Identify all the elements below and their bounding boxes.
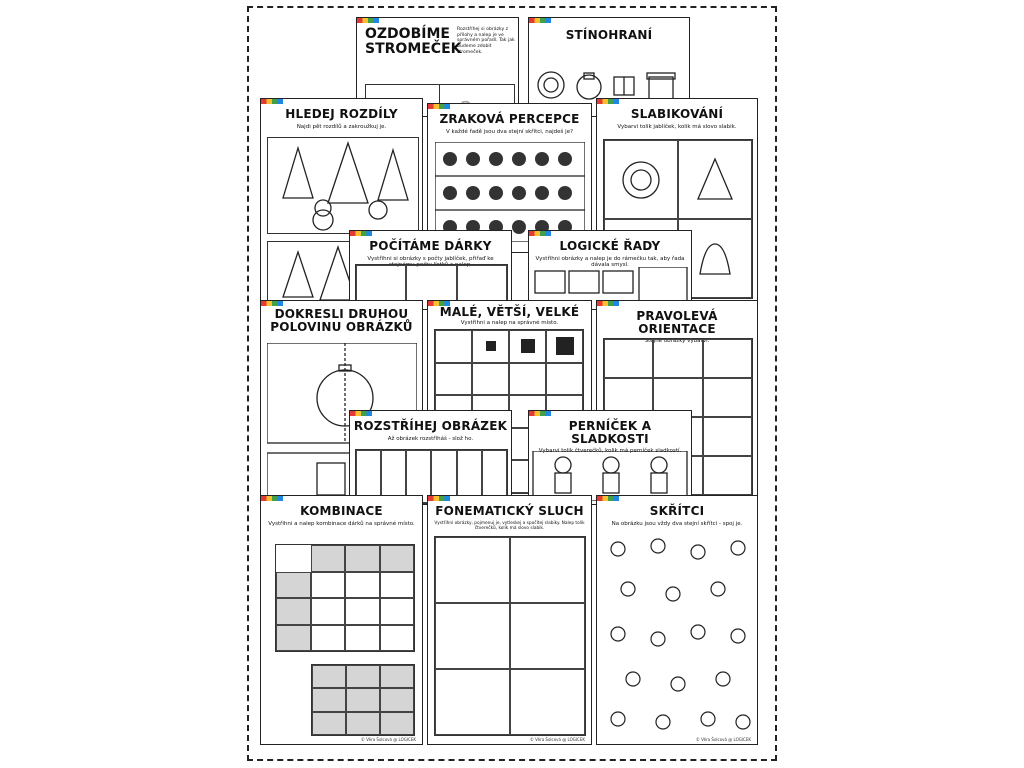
gingerbread-row: [532, 451, 688, 501]
sheet-title: STÍNOHRANÍ: [565, 28, 653, 42]
sheet-title: POČÍTÁME DÁRKY: [369, 239, 492, 253]
brand-strip: [597, 496, 619, 501]
copyright: © Věra Šolcová @ LOGICEK: [360, 737, 416, 742]
sheet-title: ZRAKOVÁ PERCEPCE: [439, 112, 580, 126]
elf-rows: [435, 142, 585, 242]
sheet-title: ROZSTŘÍHEJ OBRÁZEK: [353, 419, 508, 433]
brand-strip: [597, 99, 619, 104]
sheet-title: SKŘÍTCI: [649, 504, 705, 518]
brand-strip: [428, 301, 450, 306]
wreath-gift-icons: [537, 71, 676, 100]
brand-strip: [261, 301, 283, 306]
sheet-instruction: Stejné obrázky vybarvi.: [644, 338, 710, 345]
christmas-tree-icon: [697, 156, 733, 200]
sheet-zrakova: ZRAKOVÁ PERCEPCE V každé řadě jsou dva s…: [427, 103, 592, 253]
sheet-instruction: Rozstříhej si obrázky z přílohy a nalep …: [457, 27, 515, 55]
sheet-title: HLEDEJ ROZDÍLY: [285, 107, 398, 121]
brand-strip: [350, 231, 372, 236]
brand-strip: [597, 301, 619, 306]
collage-frame: [247, 6, 777, 761]
sheet-logicke: LOGICKÉ ŘADY Vystřihni obrázky a nalep j…: [528, 230, 692, 310]
sheet-title: PRAVOLEVÁ ORIENTACE: [636, 309, 718, 336]
sheet-pocitame: POČÍTÁME DÁRKY Vystřihni si obrázky s po…: [349, 230, 512, 310]
sheet-rozstrihej: ROZSTŘÍHEJ OBRÁZEK Až obrázek rozstříháš…: [349, 410, 512, 505]
sheet-title: SLABIKOVÁNÍ: [630, 107, 724, 121]
combination-grid-top: [275, 544, 415, 652]
winter-scene-top: [267, 137, 419, 234]
sheet-instruction: Najdi pět rozdílů a zakroužkuj je.: [296, 123, 387, 130]
sheet-instruction: Na obrázku jsou vždy dva stejní skřítci …: [611, 520, 743, 527]
sheet-skritci: SKŘÍTCI Na obrázku jsou vždy dva stejní …: [596, 495, 758, 745]
sheet-kombinace: KOMBINACE Vystřihni a nalep kombinace dá…: [260, 495, 423, 745]
train-row: [534, 267, 688, 307]
brand-strip: [529, 231, 551, 236]
sheet-instruction: V každé řadě jsou dva stejní skřítci, na…: [445, 128, 574, 135]
sheet-instruction: Vystřihni obrázky, pojmenuj je, vytleske…: [434, 520, 585, 531]
brand-strip: [529, 411, 551, 416]
sheet-instruction: Vystřihni a nalep kombinace dárků na spr…: [268, 520, 415, 527]
sheet-instruction: Až obrázek rozstříháš - slož ho.: [387, 435, 474, 442]
combination-grid-bottom: [311, 664, 415, 736]
brand-strip: [261, 99, 283, 104]
sheet-title: KOMBINACE: [300, 504, 383, 518]
phonemic-grid: [434, 536, 586, 736]
copyright: © Věra Šolcová @ LOGICEK: [529, 737, 585, 742]
brand-strip: [428, 104, 450, 109]
brand-strip: [350, 411, 372, 416]
sheet-title: FONEMATICKÝ SLUCH: [435, 504, 584, 518]
sheet-pernicek: PERNÍČEK A SLADKOSTI Vybarvi tolik čtver…: [528, 410, 692, 505]
sheet-instruction: Vystřihni a nalep na správné místo.: [460, 319, 559, 326]
copyright: © Věra Šolcová @ LOGICEK: [695, 737, 751, 742]
sheet-title: MALÉ, VĚTŠÍ, VELKÉ: [439, 305, 580, 319]
brand-strip: [357, 18, 379, 23]
bells-icon: [699, 242, 731, 275]
sheet-title: PERNÍČEK A SLADKOSTI: [568, 419, 652, 446]
elves-picture: [610, 538, 751, 730]
brand-strip: [428, 496, 450, 501]
brand-strip: [529, 18, 551, 23]
sheet-instruction: Vystřihni obrázky a nalep je do rámečku …: [535, 255, 685, 269]
brand-strip: [261, 496, 283, 501]
gifts-grid: [355, 264, 508, 309]
wreath-icon: [622, 160, 660, 199]
sheet-instruction: Vybarvi tolik jablíček, kolik má slovo s…: [617, 123, 737, 130]
sheet-title: LOGICKÉ ŘADY: [559, 239, 661, 253]
sheet-hledej: HLEDEJ ROZDÍLY Najdi pět rozdílů a zakro…: [260, 98, 423, 308]
sheet-fonematicky: FONEMATICKÝ SLUCH Vystřihni obrázky, poj…: [427, 495, 592, 745]
